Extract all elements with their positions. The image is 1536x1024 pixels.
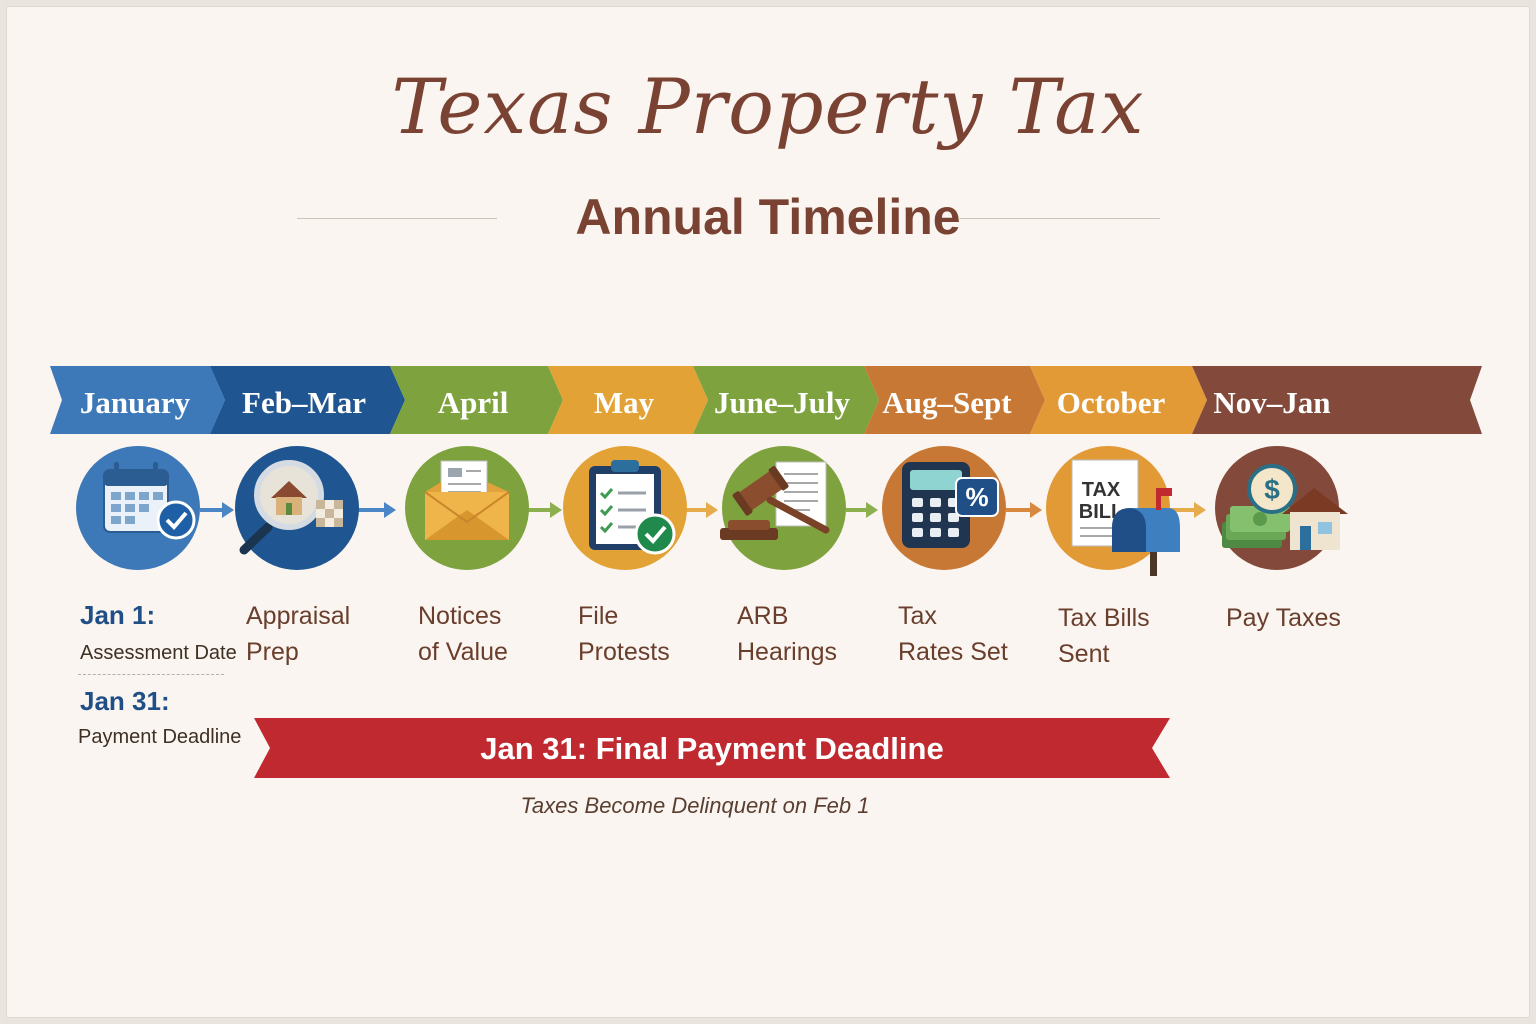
month-label-october: October bbox=[1056, 385, 1166, 420]
deadline-banner bbox=[254, 718, 1170, 778]
gavel-document-icon bbox=[720, 461, 830, 540]
arrow-2 bbox=[358, 502, 396, 518]
step-label-tax-bills-sent: Tax Bills Sent bbox=[1058, 600, 1150, 672]
tax-bill-line-1: TAX bbox=[1082, 479, 1121, 501]
money-house-icon: $ bbox=[1222, 464, 1348, 550]
step-label-line: Rates Set bbox=[898, 638, 1008, 666]
month-segment-aug-sept bbox=[864, 366, 1045, 434]
delinquency-note: Taxes Become Delinquent on Feb 1 bbox=[520, 793, 870, 818]
month-segment-feb-mar bbox=[210, 366, 405, 434]
page-title: Texas Property Tax bbox=[391, 62, 1145, 151]
arrow-6 bbox=[1006, 502, 1042, 518]
month-label-june-july: June–July bbox=[713, 385, 851, 420]
step-label-line: Notices bbox=[418, 602, 502, 630]
arrow-5 bbox=[846, 502, 878, 518]
month-label-nov-jan: Nov–Jan bbox=[1213, 385, 1331, 420]
month-label-aug-sept: Aug–Sept bbox=[882, 385, 1012, 420]
step-label-notices-of-value: Notices of Value bbox=[418, 598, 508, 670]
step-label-line: ARB bbox=[737, 602, 789, 630]
step-label-line: Hearings bbox=[737, 638, 838, 666]
month-ribbon bbox=[50, 366, 1482, 434]
month-segment-june-july bbox=[693, 366, 879, 434]
january-notes-divider bbox=[78, 674, 224, 675]
step-label-line: Prep bbox=[246, 638, 299, 666]
payment-deadline-label: Payment Deadline bbox=[78, 726, 242, 748]
month-label-april: April bbox=[437, 385, 509, 420]
payment-deadline-title: Jan 31: bbox=[80, 686, 170, 716]
arrow-3 bbox=[528, 502, 562, 518]
clipboard-checklist-icon bbox=[589, 460, 676, 555]
month-label-feb-mar: Feb–Mar bbox=[242, 385, 366, 420]
calculator-percent-icon: % bbox=[902, 462, 999, 548]
step-label-tax-rates-set: Tax Rates Set bbox=[898, 598, 1008, 670]
tax-bill-line-2: BILL bbox=[1079, 501, 1123, 523]
magnifier-house-icon bbox=[239, 460, 343, 555]
step-label-line: File bbox=[578, 602, 619, 630]
title-divider-right bbox=[958, 218, 1160, 219]
assessment-date-title: Jan 1: bbox=[80, 600, 156, 630]
step-label-line: Appraisal bbox=[246, 602, 351, 630]
arrow-4 bbox=[686, 502, 718, 518]
tax-bill-mailbox-icon: TAX BILL bbox=[1071, 459, 1180, 576]
step-label-line: Tax Bills bbox=[1058, 604, 1150, 632]
step-label-line: Tax bbox=[898, 602, 937, 630]
month-segment-october bbox=[1030, 366, 1207, 434]
month-segment-nov-jan bbox=[1192, 366, 1482, 434]
month-segment-may bbox=[548, 366, 708, 434]
calendar-check-icon bbox=[103, 462, 196, 540]
month-label-may: May bbox=[593, 385, 655, 420]
month-segment-april bbox=[390, 366, 563, 434]
dollar-symbol: $ bbox=[1264, 474, 1280, 505]
step-label-line: Sent bbox=[1058, 640, 1110, 668]
percent-symbol: % bbox=[965, 482, 988, 512]
assessment-date-label: Assessment Date bbox=[80, 642, 237, 664]
step-label-line: of Value bbox=[418, 638, 508, 666]
arrow-1 bbox=[200, 502, 234, 518]
envelope-notice-icon bbox=[424, 460, 510, 540]
title-divider-left bbox=[297, 218, 497, 219]
month-segment-january bbox=[50, 366, 225, 434]
month-label-january: January bbox=[79, 385, 191, 420]
step-label-pay-taxes: Pay Taxes bbox=[1226, 600, 1341, 636]
page-subtitle: Annual Timeline bbox=[575, 189, 961, 245]
step-label-line: Pay Taxes bbox=[1226, 604, 1341, 632]
step-label-file-protests: File Protests bbox=[578, 598, 670, 670]
step-label-appraisal-prep: Appraisal Prep bbox=[246, 598, 350, 670]
step-label-arb-hearings: ARB Hearings bbox=[737, 598, 837, 670]
deadline-banner-text: Jan 31: Final Payment Deadline bbox=[480, 731, 944, 766]
step-label-line: Protests bbox=[578, 638, 670, 666]
